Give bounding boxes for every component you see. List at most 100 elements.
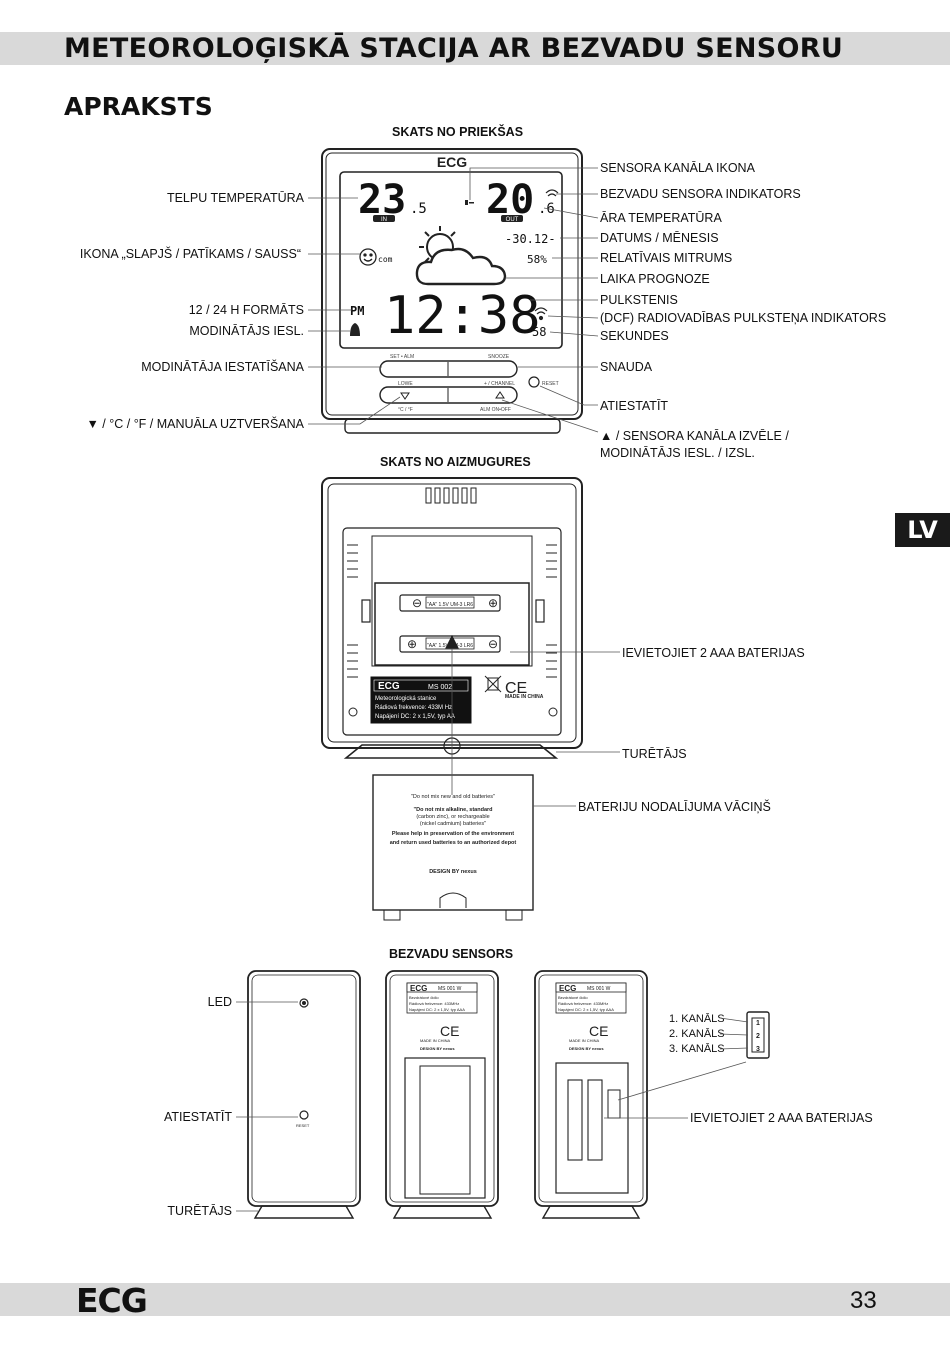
label-channel-3: 3. KANĀLS	[669, 1043, 725, 1055]
up-arrow-icon	[495, 391, 505, 399]
label-dcf-indicator: (DCF) RADIOVADĪBAS PULKSTEŅA INDIKATORS	[600, 311, 887, 325]
out-tag	[501, 215, 523, 222]
back-plate-brand: ECG	[378, 681, 400, 692]
header-bar	[0, 32, 950, 65]
label-down-celsius: ▼ / °C / °F / MANUĀLA UZTVERŠANA	[86, 417, 304, 431]
front-device	[321, 148, 583, 434]
label-alarm-on: MODINĀTĀJS IESL.	[189, 324, 304, 338]
label-battery-cover: BATERIJU NODALĪJUMA VĀCIŅŠ	[578, 800, 771, 814]
battery2-plus-icon: ⊕	[407, 637, 417, 651]
in-tag	[373, 215, 395, 222]
page-title: METEOROLOĢISKĀ STACIJA AR BEZVADU SENSOR…	[64, 33, 844, 64]
reset-label: RESET	[542, 381, 559, 387]
sensor-subtitle: BEZVADU SENSORS	[389, 947, 514, 961]
sensor-front	[247, 970, 361, 1219]
back-plate-model: MS 002	[428, 684, 452, 691]
down-arrow-icon	[400, 392, 410, 400]
pm-indicator: PM	[350, 304, 364, 318]
back-made-in: MADE IN CHINA	[505, 694, 544, 700]
sensor-reset-text: RESET	[296, 1123, 310, 1128]
switch-pos-3: 3	[756, 1046, 760, 1053]
label-insert-batteries: IEVIETOJIET 2 AAA BATERIJAS	[622, 646, 805, 660]
bell-icon	[350, 323, 360, 336]
sensor2-ce-icon: CE	[589, 1023, 608, 1039]
wireless-signal-icon	[545, 189, 559, 197]
battery1-plus-icon: ⊕	[488, 596, 498, 610]
in-tag-label: IN	[381, 217, 387, 223]
label-forecast: LAIKA PROGNOZE	[600, 272, 710, 286]
label-indoor-temp: TELPU TEMPERATŪRA	[166, 191, 304, 205]
footer-logo: ECG	[76, 1281, 148, 1320]
cover-text-3: (carbon zinc), or rechargeable	[416, 814, 489, 820]
label-alarm-setting: MODINĀTĀJA IESTATĪŠANA	[141, 360, 304, 374]
btn-set-alm-label: SET • ALM	[390, 354, 414, 360]
seconds-display: 58	[532, 325, 546, 339]
label-snooze: SNAUDA	[600, 360, 653, 374]
btn-up-sub: ALM ON•OFF	[480, 407, 511, 413]
sensor-plate-1: ECG MS 001 W Bezdrátové čidlo Rádiová fr…	[406, 982, 478, 1051]
sensor-plate-2: ECG MS 001 W Bezdrátové čidlo Rádiová fr…	[555, 982, 627, 1051]
battery-cover	[372, 774, 534, 921]
channel-icon	[465, 200, 474, 205]
smiley-icon	[359, 248, 377, 266]
label-outdoor-temp: ĀRA TEMPERATŪRA	[600, 211, 722, 225]
label-channel-2: 2. KANĀLS	[669, 1028, 725, 1040]
label-stand: TURĒTĀJS	[622, 747, 687, 761]
back-plate-line3: Napájení DC: 2 x 1,5V, typ AA	[375, 714, 455, 720]
label-sensor-batteries: IEVIETOJIET 2 AAA BATERIJAS	[690, 1111, 873, 1125]
label-channel-icon: SENSORA KANĀLA IKONA	[600, 161, 755, 175]
sensor1-plate-line2: Rádiová frekvence: 433MHz	[409, 1001, 459, 1006]
cover-text-6: and return used batteries to an authoriz…	[390, 840, 517, 846]
cover-text-1: "Do not mix new and old batteries"	[411, 794, 495, 800]
btn-lowe-label: LOWE	[398, 381, 413, 387]
label-date-month: DATUMS / MĒNESIS	[600, 231, 719, 245]
label-clock: PULKSTENIS	[600, 293, 678, 307]
back-rating-plate: ECG MS 002 Meteorologická stanice Rádiov…	[370, 676, 472, 724]
switch-pos-1: 1	[756, 1020, 760, 1027]
sensor2-plate-line2: Rádiová frekvence: 433MHz	[558, 1001, 608, 1006]
cover-text-2: "Do not mix alkaline, standard	[413, 807, 492, 813]
btn-snooze-label: SNOOZE	[488, 354, 510, 360]
sensor2-plate-brand: ECG	[559, 984, 576, 993]
sensor1-ce-icon: CE	[440, 1023, 459, 1039]
cover-design: DESIGN BY nexus	[429, 869, 477, 875]
label-humidity: RELATĪVAIS MITRUMS	[600, 251, 733, 265]
label-comfort-icon: IKONA „SLAPJŠ / PATĪKAMS / SAUSS“	[79, 247, 301, 261]
label-channel-1: 1. KANĀLS	[669, 1013, 725, 1025]
language-tab: LV	[895, 513, 950, 547]
label-12-24-format: 12 / 24 H FORMĀTS	[188, 303, 304, 317]
label-sensor-stand: TURĒTĀJS	[167, 1204, 232, 1218]
ce-mark-icon: CE	[505, 680, 527, 697]
sensor2-made-in: MADE IN CHINA	[569, 1038, 600, 1043]
btn-down-sub: °C / °F	[398, 407, 413, 413]
sensor2-plate-line3: Napájení DC: 2 x 1,5V, typ AAA	[558, 1007, 614, 1012]
label-alarm-onoff: MODINĀTĀJS IESL. / IZSL.	[600, 446, 755, 460]
clock-display: 12:38	[384, 286, 541, 346]
front-logo: ECG	[437, 154, 467, 170]
label-sensor-reset: ATIESTATĪT	[163, 1110, 232, 1124]
dcf-radio-icon	[534, 307, 548, 321]
weee-bin-icon	[484, 675, 502, 693]
sensor2-plate-model: MS 001 W	[587, 986, 611, 992]
sensor1-design: DESIGN BY nexus	[420, 1046, 455, 1051]
footer-bar	[0, 1283, 950, 1316]
page-number: 33	[850, 1287, 877, 1314]
sensor-back-closed	[385, 970, 499, 1219]
date-display: -30.12-	[505, 232, 556, 246]
battery1-label: "AA" 1.5V UM-3 LR6	[427, 602, 473, 608]
indoor-temp-decimal: .5	[410, 201, 427, 217]
label-reset: ATIESTATĪT	[600, 399, 669, 413]
sensor1-plate-line1: Bezdrátové čidlo	[409, 995, 439, 1000]
front-view-subtitle: SKATS NO PRIEKŠAS	[392, 125, 524, 139]
battery2-minus-icon: ⊖	[488, 637, 498, 651]
sensor1-made-in: MADE IN CHINA	[420, 1038, 451, 1043]
sensor1-plate-brand: ECG	[410, 984, 427, 993]
weather-forecast-icon	[415, 226, 507, 286]
out-tag-label: OUT	[506, 217, 519, 223]
back-plate-line1: Meteorologická stanice	[375, 696, 437, 702]
back-plate-line2: Rádiová frekvence: 433M Hz	[375, 705, 452, 711]
section-title: APRAKSTS	[64, 92, 213, 121]
outdoor-temp-decimal: .6	[538, 201, 555, 217]
label-led: LED	[207, 995, 232, 1009]
